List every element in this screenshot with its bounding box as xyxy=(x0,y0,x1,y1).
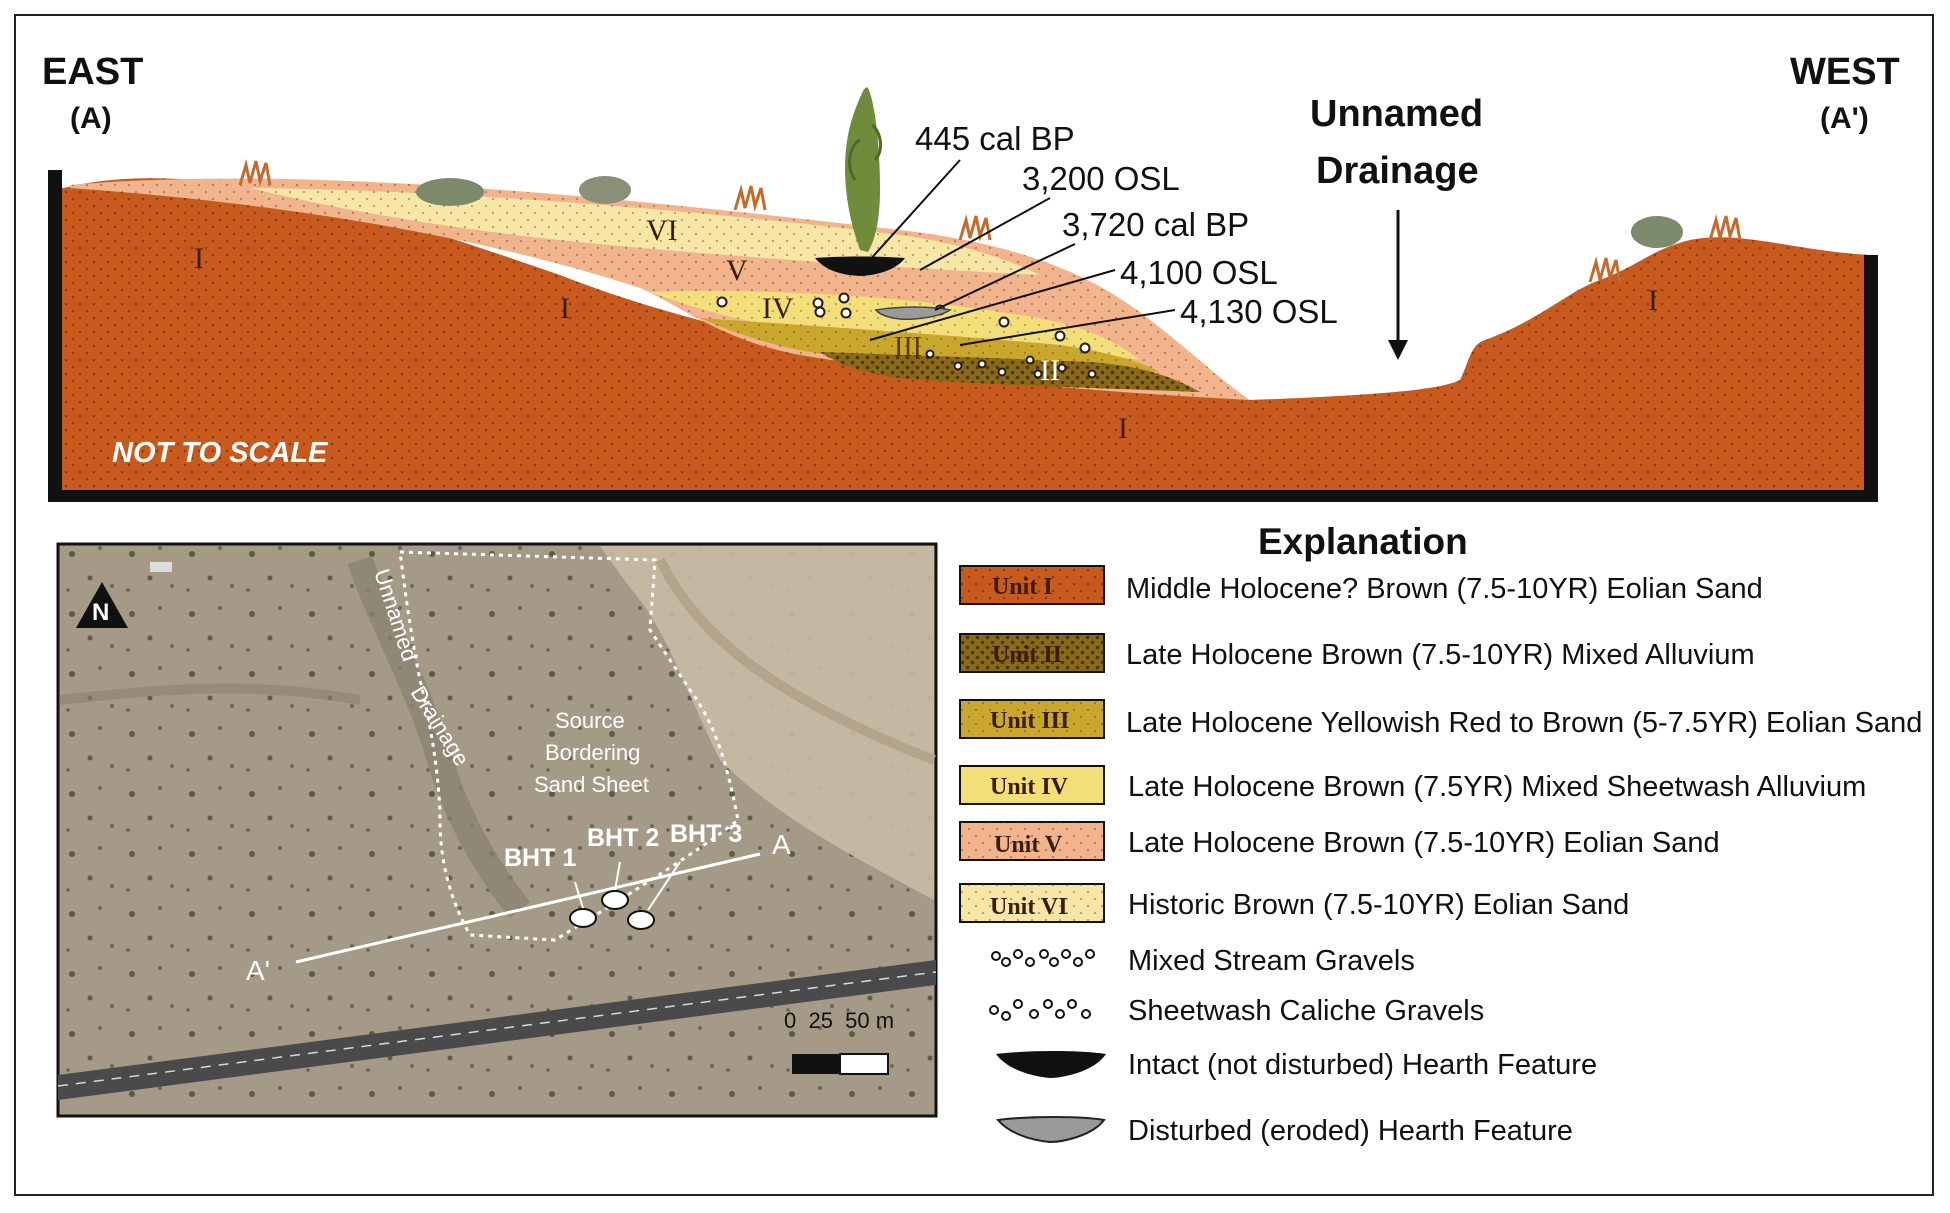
intact-hearth-feature xyxy=(815,256,905,276)
unit-i-label-3: I xyxy=(1118,412,1128,445)
legend-text-unit-iii: Late Holocene Yellowish Red to Brown (5-… xyxy=(1126,707,1922,739)
bht2-label: BHT 2 xyxy=(587,824,659,852)
legend-swatch-unit-iii: Unit III xyxy=(959,699,1105,739)
bht1-label: BHT 1 xyxy=(504,844,576,872)
section-right-wall xyxy=(1864,255,1878,500)
transect-line xyxy=(295,852,761,964)
legend-text-unit-vi: Historic Brown (7.5-10YR) Eolian Sand xyxy=(1128,889,1629,921)
drainage-label-line2: Drainage xyxy=(1316,150,1479,192)
swatch-label-unit-iii: Unit III xyxy=(990,708,1069,734)
backhoe-trenches: BHT 1 BHT 2 BHT 3 xyxy=(504,820,742,930)
map-inset-marker xyxy=(150,562,172,572)
unit-ii-label: II xyxy=(1040,354,1060,387)
legend-text-unit-iv: Late Holocene Brown (7.5YR) Mixed Sheetw… xyxy=(1128,771,1866,803)
vegetation xyxy=(238,87,1742,284)
section-left-wall xyxy=(48,170,62,500)
swatch-label-unit-ii: Unit II xyxy=(992,642,1062,668)
legend-text-mixed-stream-gravels: Mixed Stream Gravels xyxy=(1128,945,1415,977)
date-4100-osl: 4,100 OSL xyxy=(1120,254,1278,291)
unit-v-label: V xyxy=(726,254,748,287)
scale-label: 0 25 50 m xyxy=(784,1008,894,1033)
legend-text-unit-i: Middle Holocene? Brown (7.5-10YR) Eolian… xyxy=(1126,573,1763,605)
date-labels: 445 cal BP 3,200 OSL 3,720 cal BP 4,100 … xyxy=(867,120,1338,346)
legend-swatch-unit-vi: Unit VI xyxy=(959,883,1105,923)
swatch-label-unit-iv: Unit IV xyxy=(990,774,1069,800)
date-445-cal-bp: 445 cal BP xyxy=(915,120,1075,157)
unit-i-label-4: I xyxy=(1648,284,1658,317)
unit-i-label-2: I xyxy=(560,292,570,325)
map-sheet-label-1: Source xyxy=(555,708,625,733)
legend: Explanation Unit I Middle Holocene? Brow… xyxy=(959,521,1922,1147)
not-to-scale-label: NOT TO SCALE xyxy=(112,437,329,469)
legend-text-unit-v: Late Holocene Brown (7.5-10YR) Eolian Sa… xyxy=(1128,827,1720,859)
swatch-label-unit-v: Unit V xyxy=(994,832,1063,858)
legend-symbol-mixed-stream-gravels xyxy=(991,949,1095,967)
legend-swatch-unit-iv: Unit IV xyxy=(959,765,1105,805)
west-label: WEST xyxy=(1790,51,1900,93)
east-sub-label: (A) xyxy=(70,102,112,135)
drainage-label-line1: Unnamed xyxy=(1310,93,1483,135)
legend-symbol-intact-hearth xyxy=(996,1051,1106,1078)
legend-swatch-unit-v: Unit V xyxy=(959,821,1105,861)
legend-symbol-disturbed-hearth xyxy=(996,1116,1106,1144)
legend-symbol-sheetwash-gravels xyxy=(989,999,1091,1021)
legend-text-disturbed-hearth: Disturbed (eroded) Hearth Feature xyxy=(1128,1115,1573,1147)
cross-section: EAST (A) WEST (A') Unnamed Drainage NOT … xyxy=(42,51,1900,502)
bht3-label: BHT 3 xyxy=(670,820,742,848)
unit-i-label-1: I xyxy=(194,242,204,275)
legend-text-intact-hearth: Intact (not disturbed) Hearth Feature xyxy=(1128,1049,1597,1081)
map-scale-bar: 0 25 50 m xyxy=(784,1008,894,1075)
transect-a-label: A xyxy=(772,829,791,860)
east-label: EAST xyxy=(42,51,143,93)
sand-sheet-boundary xyxy=(398,550,740,942)
legend-swatch-unit-ii: Unit II xyxy=(959,633,1105,673)
legend-swatch-unit-i: Unit I xyxy=(959,565,1105,605)
west-sub-label: (A') xyxy=(1820,102,1869,135)
drainage-arrow xyxy=(1388,210,1408,360)
date-3720-cal-bp: 3,720 cal BP xyxy=(1062,206,1249,243)
map-sheet-label-3: Sand Sheet xyxy=(534,772,649,797)
figure-frame xyxy=(14,14,1934,1196)
north-arrow: N xyxy=(76,582,128,628)
disturbed-hearth-feature xyxy=(874,306,952,320)
swatch-label-unit-i: Unit I xyxy=(992,574,1053,600)
section-base xyxy=(48,490,1878,502)
transect-a-prime-label: A' xyxy=(246,955,270,986)
legend-text-sheetwash-gravels: Sheetwash Caliche Gravels xyxy=(1128,995,1484,1027)
unit-iii-label: III xyxy=(894,332,922,363)
legend-title: Explanation xyxy=(1258,521,1468,562)
date-4130-osl: 4,130 OSL xyxy=(1180,293,1338,330)
map-sheet-label-2: Bordering xyxy=(545,740,640,765)
date-3200-osl: 3,200 OSL xyxy=(1022,160,1180,197)
unit-iv-label: IV xyxy=(762,292,794,325)
unit-vi-label: VI xyxy=(646,214,678,247)
swatch-label-unit-vi: Unit VI xyxy=(990,894,1068,920)
legend-text-unit-ii: Late Holocene Brown (7.5-10YR) Mixed All… xyxy=(1126,639,1755,671)
north-label: N xyxy=(92,599,109,626)
aerial-map: N Unnamed Drainage Source Bordering Sand… xyxy=(56,542,938,1118)
